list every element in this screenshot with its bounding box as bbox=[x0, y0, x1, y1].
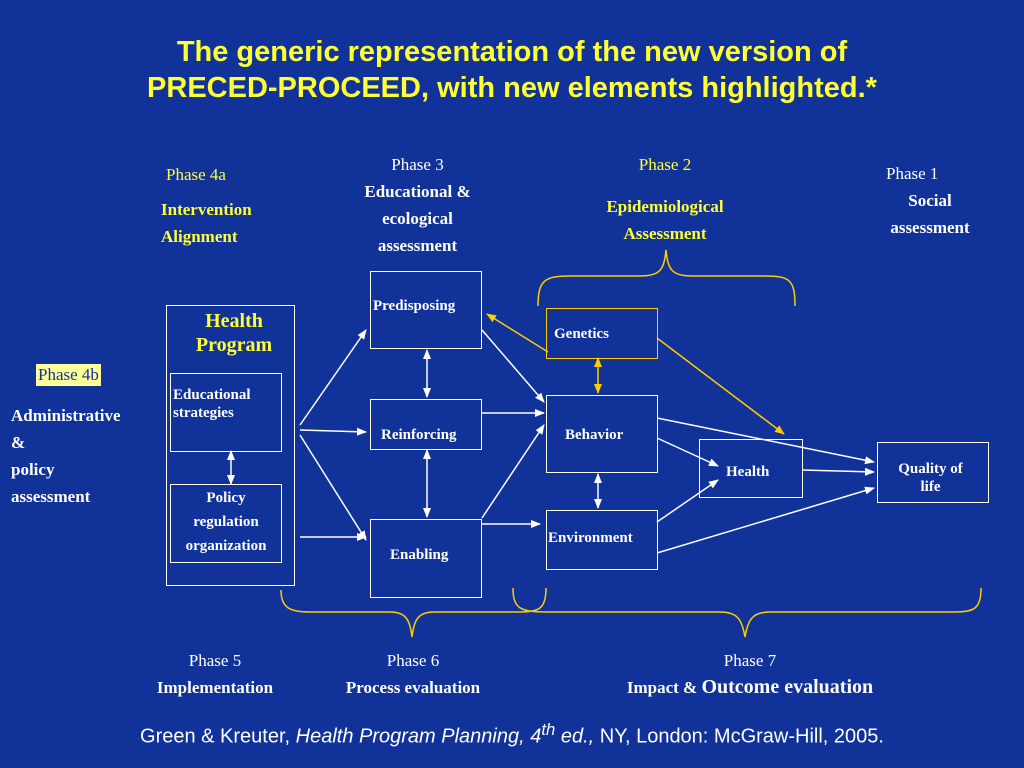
phase-6-block: Phase 6 Process evaluation bbox=[318, 650, 508, 699]
title-line-2: PRECED-PROCEED, with new elements highli… bbox=[147, 72, 877, 104]
quality-of-life-text: Quality of life bbox=[877, 460, 984, 496]
phase-7-name: Impact & Outcome evaluation bbox=[580, 676, 920, 699]
arrow-predisposing-behavior bbox=[481, 329, 545, 403]
citation-ed: ed., bbox=[560, 725, 595, 748]
environment-label: Environment bbox=[548, 530, 633, 546]
citation-authors: Green & Kreuter, bbox=[140, 725, 291, 748]
phase-4a-line-1: Intervention bbox=[161, 200, 252, 219]
behavior-box bbox=[546, 395, 658, 473]
health-program-title: Health Program bbox=[178, 309, 290, 357]
phase-4b-label: Phase 4b bbox=[36, 364, 101, 386]
educational-line-1: Educational bbox=[173, 387, 251, 403]
phase-5-block: Phase 5 Implementation bbox=[130, 650, 300, 699]
phase-4a-name: Intervention Alignment bbox=[161, 199, 252, 248]
policy-box bbox=[170, 484, 282, 563]
citation-book: Health Program Planning, 4 bbox=[295, 725, 542, 748]
phase-3-block: Phase 3 Educational & ecological assessm… bbox=[330, 154, 505, 257]
policy-line-3: organization bbox=[185, 538, 267, 554]
phase-4b-line-3: policy bbox=[11, 460, 55, 479]
phase-3-line-1: Educational & bbox=[364, 182, 471, 201]
phase-7-name-b: Outcome evaluation bbox=[701, 676, 874, 698]
brace-phase2 bbox=[537, 249, 796, 307]
phase-2-label: Phase 2 bbox=[638, 155, 692, 174]
policy-line-1: Policy bbox=[206, 490, 246, 506]
educational-strategies-text: Educational strategies bbox=[173, 386, 251, 422]
phase-7-name-a: Impact & bbox=[626, 678, 698, 697]
phase-6-label: Phase 6 bbox=[386, 651, 440, 670]
citation-sup: th bbox=[541, 720, 556, 739]
reinforcing-label: Reinforcing bbox=[381, 427, 457, 443]
phase-4b-name: Administrative & policy assessment bbox=[11, 402, 121, 510]
arrow-genetics-predisposing bbox=[486, 313, 549, 353]
phase-3-label: Phase 3 bbox=[391, 155, 444, 174]
predisposing-label: Predisposing bbox=[373, 298, 456, 314]
phase-1-line-1: Social bbox=[908, 191, 952, 210]
arrow-environment-health bbox=[656, 479, 719, 523]
educational-strategies-box bbox=[170, 373, 282, 452]
citation-rest: NY, London: McGraw-Hill, 2005. bbox=[599, 725, 884, 748]
phase-2-line-2: Assessment bbox=[623, 224, 707, 243]
phase-4a-line-2: Alignment bbox=[161, 227, 238, 246]
quality-of-life-box bbox=[877, 442, 989, 503]
health-program-line-1: Health bbox=[205, 310, 263, 332]
phase-3-line-3: assessment bbox=[377, 236, 458, 255]
phase-4b-line-2: & bbox=[11, 433, 26, 452]
phase-6-name: Process evaluation bbox=[345, 678, 481, 697]
arrow-program-enabling bbox=[299, 434, 367, 541]
reinforcing-box bbox=[370, 399, 482, 450]
policy-line-2: regulation bbox=[193, 514, 259, 530]
phase-1-label: Phase 1 bbox=[886, 164, 939, 183]
genetics-box bbox=[546, 308, 658, 359]
health-program-line-2: Program bbox=[195, 334, 273, 356]
arrow-behavior-qol bbox=[656, 417, 875, 465]
brace-phase7 bbox=[512, 587, 982, 638]
genetics-label: Genetics bbox=[554, 326, 609, 342]
arrow-program-predisposing bbox=[299, 329, 367, 426]
qol-line-2: life bbox=[920, 479, 941, 495]
citation: Green & Kreuter, Health Program Planning… bbox=[0, 720, 1024, 749]
qol-line-1: Quality of bbox=[898, 461, 963, 477]
phase-1-name: Social assessment bbox=[870, 190, 990, 239]
phase-7-block: Phase 7 Impact & Outcome evaluation bbox=[580, 650, 920, 699]
phase-2-line-1: Epidemiological bbox=[606, 197, 724, 216]
arrow-program-reinforcing bbox=[299, 427, 367, 436]
title-line-1: The generic representation of the new ve… bbox=[176, 36, 848, 68]
phase-4a-label: Phase 4a bbox=[166, 165, 226, 184]
policy-text: Policy regulation organization bbox=[170, 486, 282, 558]
health-label: Health bbox=[726, 464, 770, 480]
arrow-environment-qol bbox=[656, 486, 875, 554]
arrow-enabling-behavior bbox=[481, 424, 545, 519]
arrow-behavior-health bbox=[656, 437, 719, 467]
health-box bbox=[699, 439, 803, 498]
phase-3-line-2: ecological bbox=[382, 209, 453, 228]
phase-4b-line-1: Administrative bbox=[11, 406, 121, 425]
health-program-box bbox=[166, 305, 295, 586]
educational-line-2: strategies bbox=[173, 405, 234, 421]
enabling-label: Enabling bbox=[390, 547, 449, 563]
phase-5-label: Phase 5 bbox=[188, 651, 242, 670]
phase-5-name: Implementation bbox=[156, 678, 274, 697]
behavior-label: Behavior bbox=[565, 427, 624, 443]
phase-2-block: Phase 2 Epidemiological Assessment bbox=[580, 154, 750, 245]
arrow-health-qol bbox=[801, 467, 875, 476]
slide-title: The generic representation of the new ve… bbox=[0, 34, 1024, 106]
phase-7-label: Phase 7 bbox=[723, 651, 777, 670]
enabling-box bbox=[370, 519, 482, 598]
phase-1-line-2: assessment bbox=[890, 218, 970, 237]
phase-4b-line-4: assessment bbox=[11, 487, 91, 506]
arrow-genetics-health bbox=[656, 337, 785, 435]
environment-box bbox=[546, 510, 658, 570]
predisposing-box bbox=[370, 271, 482, 349]
